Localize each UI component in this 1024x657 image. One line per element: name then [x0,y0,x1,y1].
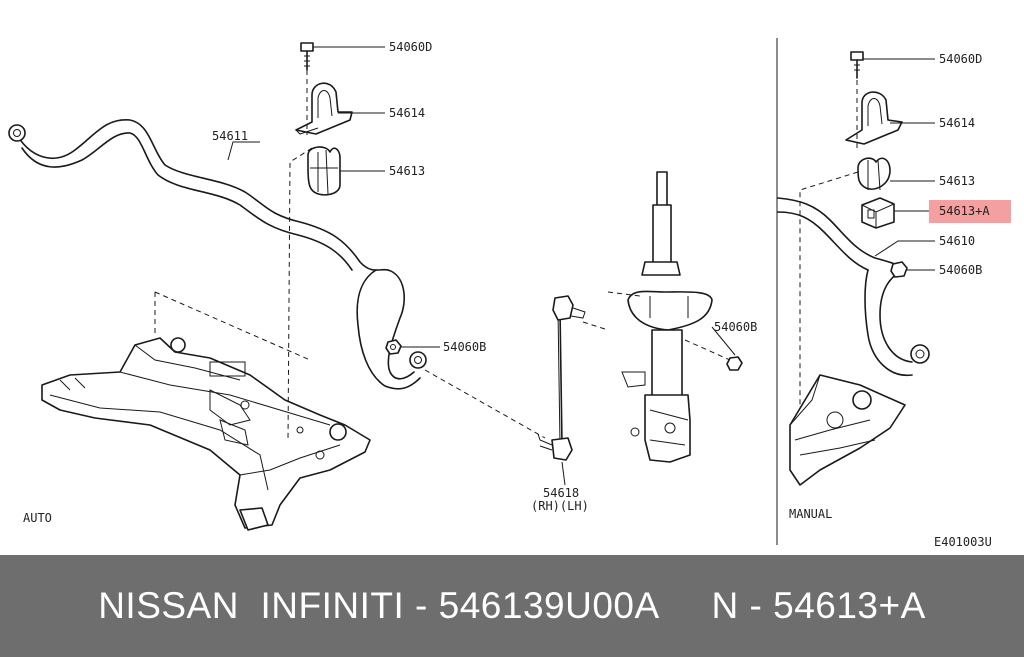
parts-diagram: 54060D 54614 54613 54611 54060B 54618 (R… [8,38,1011,549]
leader-nut-strut [711,326,736,356]
label-nut-strut: 54060B [714,320,757,334]
leader-link-rod [561,461,566,486]
bushing-auto [307,146,341,196]
nut-auto [385,339,402,355]
bushing-manual-a [861,197,895,229]
subframe [41,337,371,531]
label-bracket-manual: 54614 [939,116,975,130]
guide-line-link-auto [424,369,546,439]
guide-line-link-strut [582,321,609,331]
guide-line-frame-top [154,291,311,361]
bushing-manual [857,157,891,191]
drawing-code: E401003U [934,535,992,549]
link-rod [537,295,586,461]
label-stabilizer-manual: 54610 [939,234,975,248]
label-bushing-manual-a: 54613+A [939,204,990,218]
label-bolt-manual: 54060D [939,52,982,66]
label-bushing-manual: 54613 [939,174,975,188]
label-bracket-auto: 54614 [389,106,425,120]
nut-strut [726,356,743,371]
nut-manual [890,261,908,278]
label-stabilizer-auto: 54611 [212,129,248,143]
diagram-drawing: 54060D 54614 54613 54611 54060B 54618 (R… [8,38,1011,549]
stabilizer-bar-auto [8,119,427,390]
label-link-rod: 54618 [543,486,579,500]
guide-line-bushing-manual [799,171,859,410]
label-link-rod-side: (RH)(LH) [531,499,589,513]
bracket-manual [845,91,903,145]
bracket-auto [295,82,353,135]
strut-assembly [621,171,713,463]
label-nut-manual: 54060B [939,263,982,277]
leader-stabilizer-manual [874,240,935,257]
label-bushing-auto: 54613 [389,164,425,178]
subframe-manual [789,374,906,486]
stabilizer-bar-manual [777,197,930,377]
label-bolt-auto: 54060D [389,40,432,54]
guide-line-bushing-auto [287,147,313,441]
bolt-manual [850,51,864,79]
part-number-banner: NISSAN INFINITI - 546139U00A N - 54613+A [0,555,1024,657]
highlight-box [929,200,1011,223]
label-variant-manual: MANUAL [789,507,832,521]
leader-stabilizer-auto [227,141,260,161]
part-number-text: NISSAN INFINITI - 546139U00A N - 54613+A [98,585,926,626]
label-nut-auto: 54060B [443,340,486,354]
label-variant-auto: AUTO [23,511,52,525]
bolt-auto [300,42,314,71]
